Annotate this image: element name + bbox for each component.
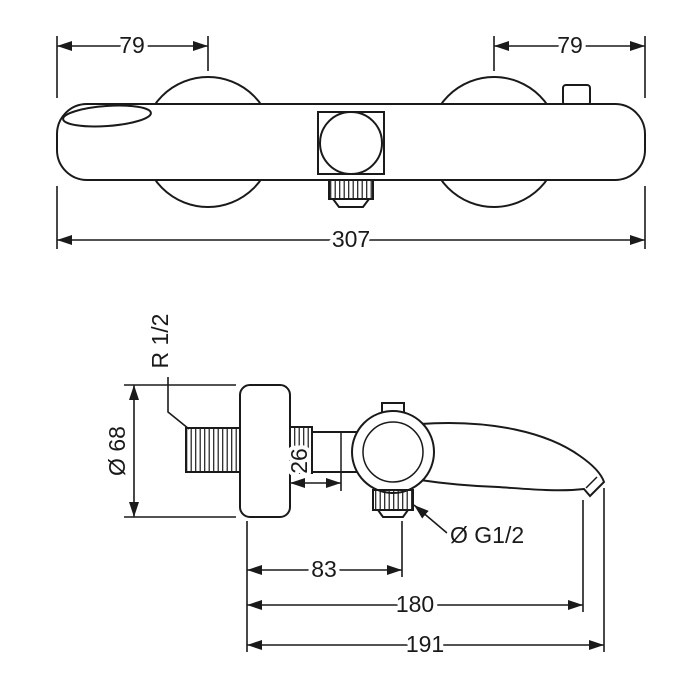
shower-hose-thread-end [331, 198, 371, 208]
bath-outlet-thread [372, 489, 414, 511]
dim-191-value: 191 [406, 631, 444, 657]
dimension-83: 83 [246, 521, 403, 652]
inlet-thread [185, 427, 241, 473]
dimension-79-left: 79 [56, 28, 209, 98]
front-view: 79 79 307 [56, 28, 646, 256]
temperature-handle-grip [62, 104, 152, 128]
bath-outlet-thread-end [376, 509, 410, 518]
side-view: R 1/2 Ø 68 26 Ø G1/2 83 [100, 310, 606, 661]
dimension-26-offset: 26 [282, 444, 342, 491]
inlet-thread-leader [167, 377, 190, 430]
shower-hose-thread [328, 179, 374, 200]
bath-spout [419, 421, 606, 498]
dimension-191: 191 [247, 488, 605, 661]
dim-307-value: 307 [332, 226, 370, 252]
spout-mouth [585, 476, 598, 489]
dim-79-left-value: 79 [119, 32, 145, 58]
outlet-thread-leader [413, 504, 448, 534]
dimension-68-escutcheon: Ø 68 [100, 384, 236, 518]
handle-knob-inner [362, 421, 424, 483]
dim-68-value: Ø 68 [104, 426, 130, 476]
eco-stop-button [562, 84, 591, 106]
dim-26-value: 26 [286, 448, 312, 474]
dim-83-value: 83 [311, 556, 337, 582]
dimension-307-total-width: 307 [56, 186, 646, 256]
outlet-thread-label-group: Ø G1/2 [413, 504, 528, 552]
dim-180-value: 180 [396, 591, 434, 617]
wall-escutcheon [239, 384, 291, 518]
dim-79-right-value: 79 [557, 32, 583, 58]
outlet-thread-label: Ø G1/2 [450, 522, 524, 548]
inlet-thread-label-group: R 1/2 [143, 310, 190, 430]
dimension-180: 180 [247, 500, 584, 621]
dimension-79-right: 79 [493, 28, 646, 98]
handle-knob [351, 410, 435, 494]
inlet-thread-label: R 1/2 [147, 314, 173, 369]
shower-outlet-ring [319, 111, 383, 175]
